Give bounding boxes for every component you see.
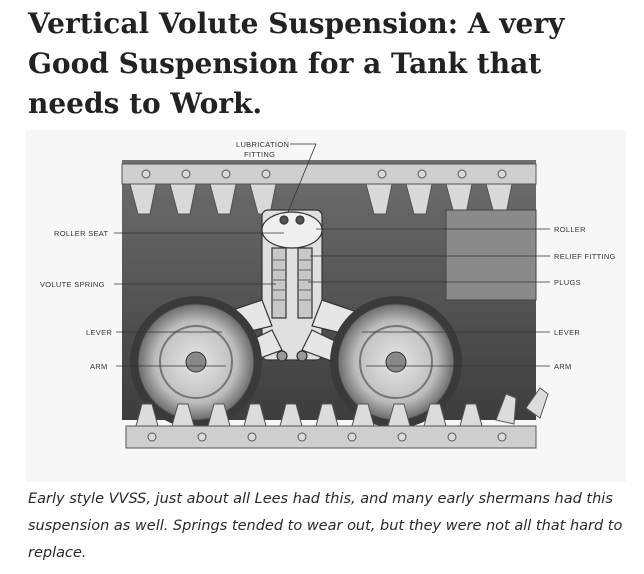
bottom-track [125, 387, 549, 449]
label-arm-left: ARM [90, 362, 108, 371]
leader-lines [114, 143, 550, 367]
suspension-illustration: LUBRICATION FITTING ROLLER SEAT VOLUTE S… [26, 130, 626, 482]
label-plugs: PLUGS [554, 278, 581, 287]
label-arm-right: ARM [554, 362, 572, 371]
figure-caption: Early style VVSS, just about all Lees ha… [28, 491, 623, 561]
top-track [121, 163, 537, 215]
label-lever-right: LEVER [554, 328, 580, 337]
left-road-wheel [130, 296, 262, 428]
label-roller: ROLLER [554, 225, 586, 234]
vvss-diagram-photo: LUBRICATION FITTING ROLLER SEAT VOLUTE S… [26, 130, 626, 482]
label-relief-fitting: RELIEF FITTING [554, 252, 616, 261]
label-volute-spring: VOLUTE SPRING [40, 280, 105, 289]
label-lever-left: LEVER [86, 328, 112, 337]
label-lubrication: LUBRICATION [236, 140, 289, 149]
bogie-bracket [261, 209, 323, 361]
article-heading: Vertical Volute Suspension: A very Good … [28, 7, 565, 120]
label-fitting: FITTING [244, 150, 275, 159]
label-roller-seat: ROLLER SEAT [54, 229, 109, 238]
